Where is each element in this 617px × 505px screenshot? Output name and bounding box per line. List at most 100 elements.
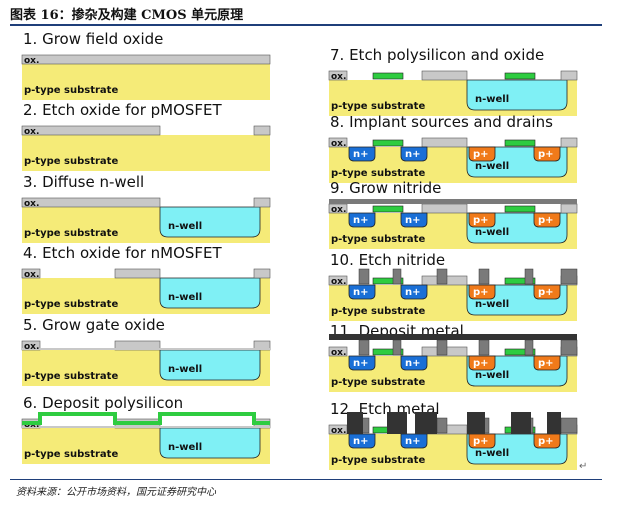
step-9-field-oxide-3 <box>560 203 578 214</box>
step-9-source-n <box>348 212 376 228</box>
step-6-gate-oxide <box>22 426 270 428</box>
corner-mark: ↵ <box>579 461 588 472</box>
step-2-ox-label: ox. <box>24 127 39 137</box>
step-2-substrate-label: p-type substrate <box>24 156 118 167</box>
step-11-gate-p <box>504 348 536 356</box>
step-9-drain-n-label: n+ <box>405 215 421 226</box>
step-4-field-oxide-2 <box>114 268 161 279</box>
step-8-source-n-label: n+ <box>353 149 369 160</box>
step-6-substrate-label: p-type substrate <box>24 449 118 460</box>
step-11-drain-n-label: n+ <box>405 358 421 369</box>
step-8-gate-n <box>372 139 404 147</box>
step-1-field-oxide-1 <box>21 54 271 65</box>
step-12-ox-label: ox. <box>331 426 346 436</box>
step-7-substrate-label: p-type substrate <box>331 101 425 112</box>
step-12-nitride-3 <box>436 417 448 434</box>
step-8-field-oxide-3 <box>560 137 578 148</box>
step-10-nitride-1 <box>358 268 370 285</box>
step-9-field-oxide-2 <box>421 203 468 214</box>
step-11-nitride-6 <box>560 339 578 356</box>
step-12-source-p-label: p+ <box>473 436 489 447</box>
step-9-drain-p-label: p+ <box>538 215 554 226</box>
step-12-metal-5 <box>511 412 531 434</box>
step-11-field-oxide-1 <box>328 346 348 357</box>
step-8-drain-p <box>533 146 561 162</box>
step-11-gate-n <box>372 348 404 356</box>
step-3-title: 3. Diffuse n-well <box>23 173 144 191</box>
step-10-source-n <box>348 284 376 300</box>
step-9-substrate-label: p-type substrate <box>331 234 425 245</box>
step-5-nwell-label: n-well <box>168 364 202 375</box>
step-5-substrate-label: p-type substrate <box>24 371 118 382</box>
step-10-nitride-6 <box>560 268 578 285</box>
step-8-drain-p-label: p+ <box>538 149 554 160</box>
step-1-ox-label: ox. <box>24 56 39 66</box>
step-11-nitride-1 <box>358 339 370 356</box>
step-7-gate-p <box>504 72 536 80</box>
step-4-nwell <box>159 277 261 309</box>
bottom-rule <box>10 479 602 480</box>
step-8-drain-n-label: n+ <box>405 149 421 160</box>
step-10-gate-n <box>372 277 404 285</box>
step-7-gate-n <box>372 72 404 80</box>
step-6-title: 6. Deposit polysilicon <box>23 394 183 412</box>
step-4-nwell-label: n-well <box>168 292 202 303</box>
step-3-nwell <box>159 206 261 238</box>
step-4-field-oxide-1 <box>21 268 41 279</box>
step-12-metal-6 <box>547 412 561 434</box>
step-8-nwell-label: n-well <box>475 161 509 172</box>
step-9-drain-n <box>400 212 428 228</box>
step-2-title: 2. Etch oxide for pMOSFET <box>23 101 223 119</box>
top-rule <box>10 24 602 26</box>
step-8-source-n <box>348 146 376 162</box>
step-12-metal-3 <box>415 412 437 434</box>
step-4-substrate-label: p-type substrate <box>24 299 118 310</box>
step-10-source-p <box>468 284 496 300</box>
step-8-source-p-label: p+ <box>473 149 489 160</box>
step-11-source-p-label: p+ <box>473 358 489 369</box>
step-10-ox-label: ox. <box>331 277 346 287</box>
step-12-source-n-label: n+ <box>353 436 369 447</box>
step-6-polysilicon <box>22 412 270 425</box>
step-8-gate-p <box>504 139 536 147</box>
step-12-metal-2 <box>387 412 407 434</box>
step-4-ox-label: ox. <box>24 270 39 280</box>
step-11-nitride-5 <box>524 339 534 356</box>
step-11-source-p <box>468 355 496 371</box>
step-9-nwell-label: n-well <box>475 227 509 238</box>
step-12-metal-1 <box>347 412 363 434</box>
step-11-drain-p-label: p+ <box>538 358 554 369</box>
step-8-source-p <box>468 146 496 162</box>
step-8-title: 8. Implant sources and drains <box>330 113 553 131</box>
step-5-ox-label: ox. <box>24 342 39 352</box>
step-12-drain-n <box>400 433 428 449</box>
step-9-ox-label: ox. <box>331 205 346 215</box>
step-11-metal <box>329 334 577 340</box>
step-7-nwell-label: n-well <box>475 94 509 105</box>
step-7-nwell <box>466 79 568 111</box>
step-9-drain-p <box>533 212 561 228</box>
step-10-drain-p-label: p+ <box>538 287 554 298</box>
step-10-drain-p <box>533 284 561 300</box>
step-1-substrate-label: p-type substrate <box>24 85 118 96</box>
figure-title: 图表 16：掺杂及构建 CMOS 单元原理 <box>10 8 244 23</box>
step-12-nitride-6 <box>560 417 578 434</box>
step-7-field-oxide-3 <box>560 70 578 81</box>
step-10-title: 10. Etch nitride <box>330 251 445 269</box>
step-5-nwell <box>159 349 261 381</box>
step-3-nwell-label: n-well <box>168 221 202 232</box>
step-8-field-oxide-2 <box>421 137 468 148</box>
step-11-nitride-4 <box>478 339 490 356</box>
step-10-drain-n-label: n+ <box>405 287 421 298</box>
step-3-field-oxide-2 <box>253 197 271 208</box>
